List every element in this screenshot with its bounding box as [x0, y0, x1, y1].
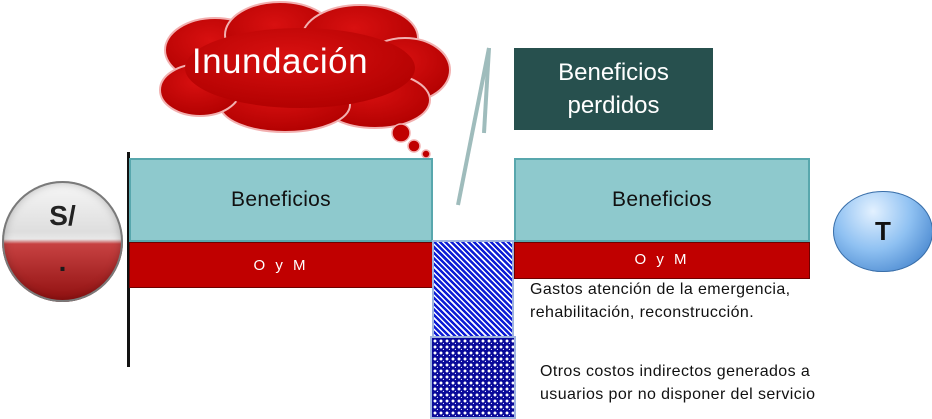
right-om-label: O y M: [634, 251, 690, 268]
emergency-costs-line2: rehabilitación, reconstrucción.: [530, 304, 755, 321]
end-circle-icon: [833, 191, 932, 272]
right-benefits-label: Beneficios: [612, 188, 712, 211]
left-om-bar: O y M: [129, 242, 433, 288]
start-circle-icon: [2, 181, 123, 302]
indirect-costs-line2: usuarios por no disponer del servicio: [540, 386, 816, 403]
left-benefits-label: Beneficios: [231, 188, 331, 211]
timeline-axis: [127, 152, 130, 367]
callout-pointer: [456, 47, 491, 206]
start-marker-sublabel: .: [58, 246, 67, 277]
emergency-costs-line1: Gastos atención de la emergencia,: [530, 281, 791, 298]
lost-benefits-line1: Beneficios: [558, 59, 669, 86]
left-benefits-bar: Beneficios: [129, 158, 433, 242]
cloud-label: Inundación: [191, 42, 369, 81]
indirect-costs-block: [430, 336, 516, 419]
lost-benefits-box: Beneficios perdidos: [514, 48, 713, 130]
emergency-costs-block: [432, 240, 514, 338]
right-benefits-bar: Beneficios: [514, 158, 810, 242]
indirect-costs-note: Otros costos indirectos generados a usua…: [540, 360, 815, 406]
lost-benefits-line2: perdidos: [567, 92, 660, 119]
right-om-bar: O y M: [514, 242, 810, 279]
thought-cloud-icon: [159, 1, 451, 133]
thought-bubbles: [391, 123, 431, 159]
indirect-costs-line1: Otros costos indirectos generados a: [540, 363, 811, 380]
end-marker-label: T: [875, 216, 891, 246]
emergency-costs-note: Gastos atención de la emergencia, rehabi…: [530, 278, 790, 324]
left-om-label: O y M: [253, 256, 309, 274]
start-marker-label: S/: [49, 200, 76, 231]
